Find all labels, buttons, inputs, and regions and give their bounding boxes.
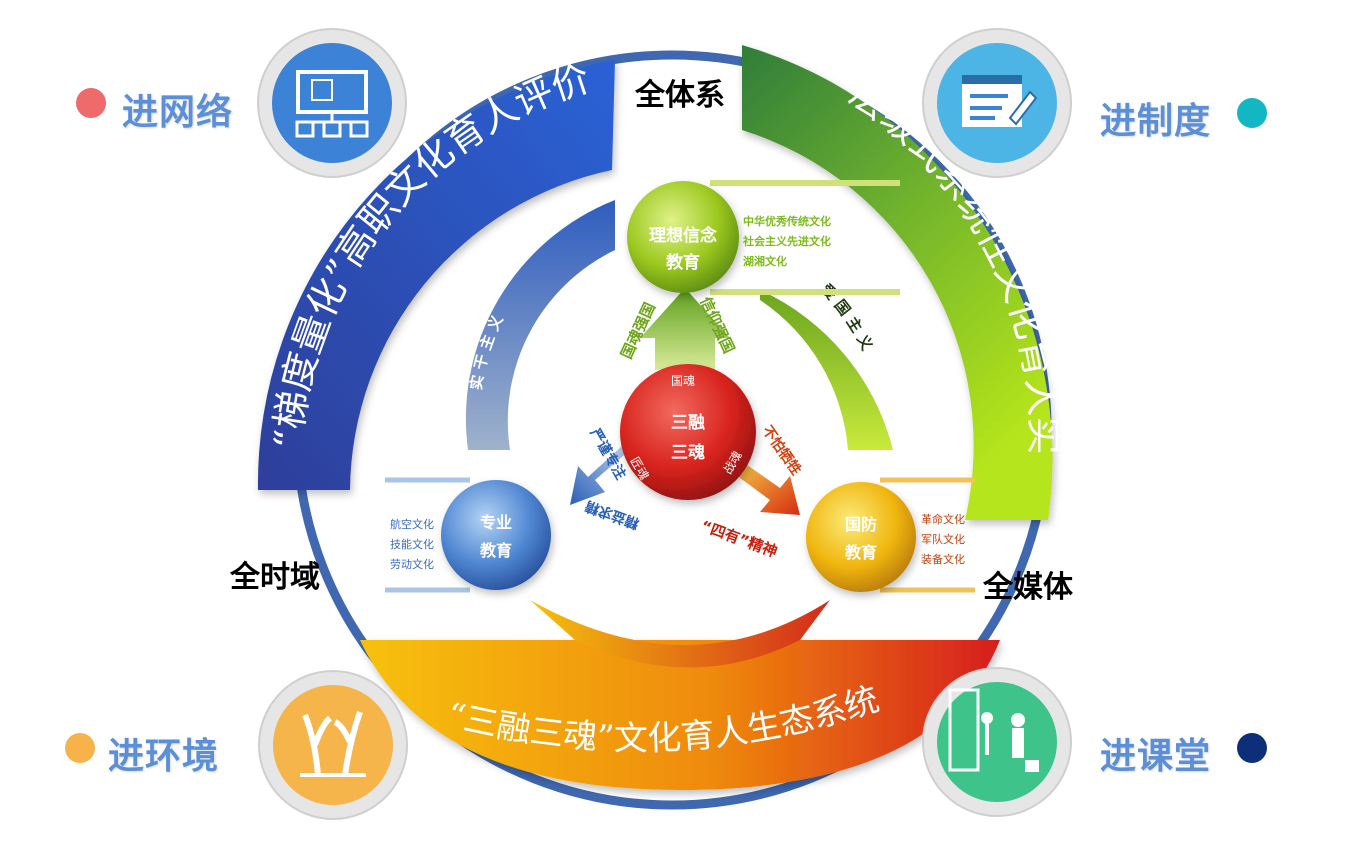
top-right-dot bbox=[1237, 98, 1267, 128]
node-left-line2: 教育 bbox=[480, 541, 512, 560]
list-item: 中华优秀传统文化 bbox=[743, 215, 831, 228]
bottom-big-arc bbox=[360, 640, 1000, 790]
dimension-left: 全时域 bbox=[230, 560, 320, 595]
list-item: 社会主义先进文化 bbox=[743, 235, 831, 248]
bottom-left-dot bbox=[65, 733, 95, 763]
plant-icon bbox=[258, 670, 408, 820]
center-soul-top: 国魂 bbox=[671, 373, 695, 388]
list-item: 装备文化 bbox=[921, 553, 965, 566]
center-line2: 三魂 bbox=[671, 442, 705, 463]
node-ideal-belief bbox=[627, 181, 739, 293]
document-edit-icon bbox=[922, 28, 1072, 178]
left-node-list: 航空文化 技能文化 劳动文化 bbox=[390, 515, 434, 575]
node-defense bbox=[806, 482, 916, 592]
list-item: 湖湘文化 bbox=[743, 255, 787, 268]
list-item: 劳动文化 bbox=[390, 558, 434, 571]
right-node-list: 革命文化 军队文化 装备文化 bbox=[921, 510, 965, 570]
inner-bottom-text: 革 命 英 雄 主 义 bbox=[607, 611, 731, 639]
corner-label-environment: 进环境 bbox=[108, 736, 220, 777]
up-arrow bbox=[640, 288, 730, 370]
top-node-list: 中华优秀传统文化 社会主义先进文化 湖湘文化 bbox=[743, 212, 831, 272]
list-item: 革命文化 bbox=[921, 513, 965, 526]
center-line1: 三融 bbox=[671, 413, 705, 433]
inner-bottom-arc bbox=[530, 600, 830, 668]
center-ball bbox=[620, 364, 756, 500]
inner-right-arc bbox=[760, 290, 893, 450]
node-right-line2: 教育 bbox=[845, 543, 877, 562]
classroom-icon bbox=[922, 667, 1072, 817]
corner-label-network: 进网络 bbox=[122, 92, 234, 133]
right-arrow bbox=[732, 460, 800, 515]
node-top-line1: 理想信念 bbox=[649, 225, 717, 246]
right-big-arc bbox=[742, 45, 1053, 520]
inner-left-arc bbox=[465, 200, 615, 450]
node-right-line1: 国防 bbox=[845, 515, 877, 534]
dimension-top: 全体系 bbox=[635, 78, 725, 113]
list-item: 技能文化 bbox=[390, 538, 434, 551]
top-left-dot bbox=[76, 88, 106, 118]
node-professional bbox=[441, 480, 551, 590]
bottom-right-dot bbox=[1237, 733, 1267, 763]
arrow-label-right-b: “四有”精神 bbox=[699, 517, 780, 561]
node-left-line1: 专业 bbox=[480, 513, 512, 532]
node-top-line2: 教育 bbox=[665, 252, 700, 273]
arrow-label-right-a: 不怕牺牲 bbox=[759, 423, 805, 479]
corner-label-classroom: 进课堂 bbox=[1100, 736, 1212, 777]
left-big-arc bbox=[257, 60, 615, 490]
arrow-label-left-b: 精益求精 bbox=[583, 497, 641, 532]
dimension-right: 全媒体 bbox=[983, 570, 1073, 605]
left-arrow bbox=[570, 446, 630, 505]
corner-label-system: 进制度 bbox=[1100, 101, 1212, 142]
network-icon bbox=[257, 28, 407, 178]
list-item: 航空文化 bbox=[390, 518, 434, 531]
list-item: 军队文化 bbox=[921, 533, 965, 546]
